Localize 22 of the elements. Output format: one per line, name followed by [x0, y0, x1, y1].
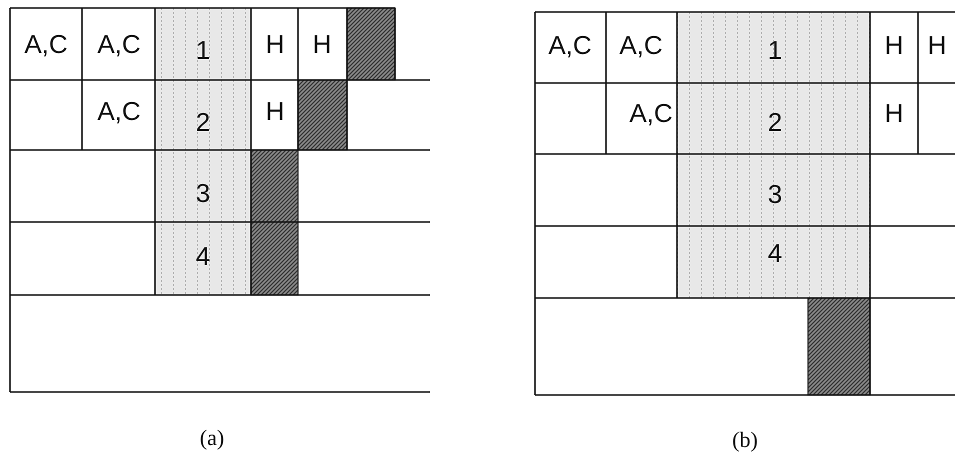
cell-text: H — [266, 31, 284, 57]
cell-text: H — [884, 32, 904, 58]
row-number: 3 — [196, 180, 210, 206]
row-number: 1 — [196, 37, 210, 63]
cell-text: A,C — [97, 98, 141, 124]
row-number: 2 — [768, 109, 782, 135]
row-number: 4 — [196, 243, 210, 269]
panel-caption: (a) — [200, 427, 224, 449]
cell-text: A,C — [97, 31, 141, 57]
cell-text: H — [312, 31, 332, 57]
row-number: 4 — [768, 240, 782, 266]
panel-caption: (b) — [732, 429, 758, 451]
row-number: 2 — [196, 109, 210, 135]
cell-text: A,C — [548, 32, 592, 58]
cell-text: H — [884, 100, 904, 126]
cell-text: H — [928, 32, 946, 58]
cell-text: A,C — [619, 32, 663, 58]
row-number: 1 — [768, 37, 782, 63]
cell-text: H — [266, 98, 284, 124]
row-number: 3 — [768, 181, 782, 207]
cell-text: A,C — [24, 31, 68, 57]
cell-text: A,C — [629, 100, 673, 126]
